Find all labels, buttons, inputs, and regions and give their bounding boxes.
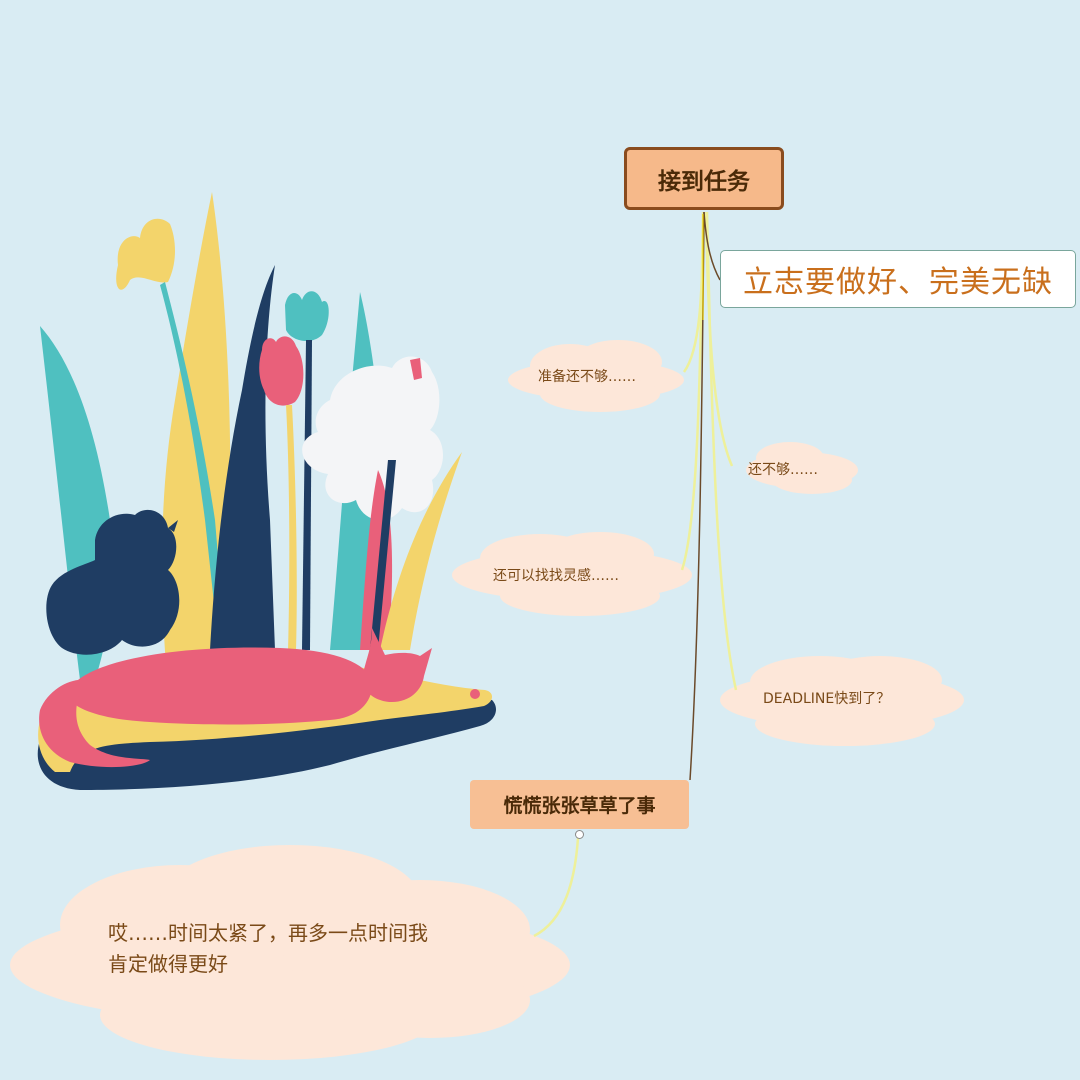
goal-topic-label: 立志要做好、完美无缺 <box>743 265 1053 300</box>
excuse-line-1: 哎……时间太紧了，再多一点时间我 <box>108 921 428 945</box>
cloud-thought-3 <box>452 532 692 616</box>
thought-node-3[interactable]: 还可以找找灵感…… <box>493 568 619 584</box>
thought-node-1[interactable]: 准备还不够…… <box>538 369 636 385</box>
thought-node-4[interactable]: DEADLINE快到了？ <box>763 691 891 707</box>
root-topic-label: 接到任务 <box>658 168 750 195</box>
cloud-excuse <box>10 845 570 1060</box>
thought-node-2[interactable]: 还不够…… <box>748 462 818 478</box>
collapse-toggle-icon[interactable] <box>575 830 584 839</box>
excuse-line-2: 肯定做得更好 <box>108 952 228 976</box>
cloud-thought-4 <box>720 656 964 746</box>
result-topic-label: 慌慌张张草草了事 <box>503 795 656 817</box>
cloud-thought-2 <box>746 442 858 494</box>
root-topic-node[interactable]: 接到任务 <box>624 147 784 210</box>
result-topic-node[interactable]: 慌慌张张草草了事 <box>470 780 689 829</box>
goal-topic-node[interactable]: 立志要做好、完美无缺 <box>720 250 1076 308</box>
excuse-node[interactable]: 哎……时间太紧了，再多一点时间我 肯定做得更好 <box>108 918 508 980</box>
cloud-thought-1 <box>508 340 684 412</box>
